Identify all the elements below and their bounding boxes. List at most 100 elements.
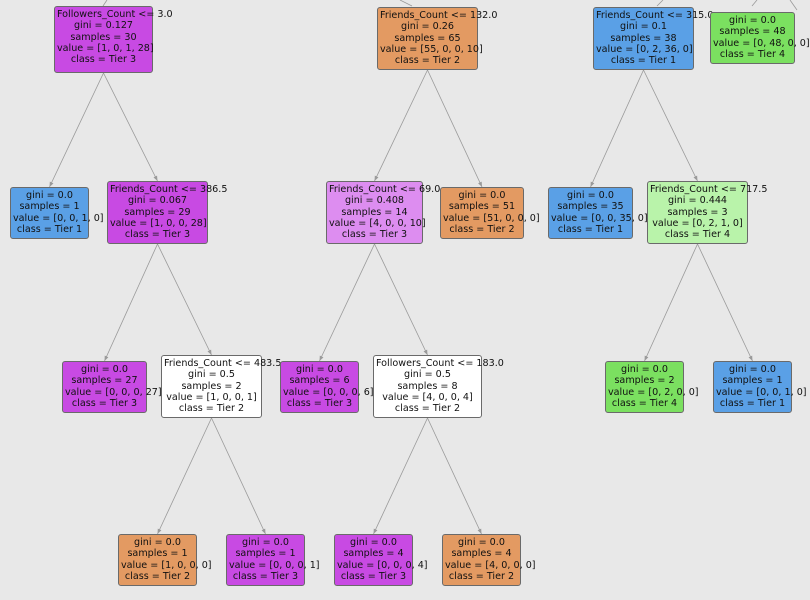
node-value: value = [4, 0, 0, 0] xyxy=(445,559,536,571)
node-samples: samples = 1 xyxy=(127,548,188,560)
node-split-rule: Friends_Count <= 315.0 xyxy=(596,10,714,21)
node-class: class = Tier 3 xyxy=(340,570,407,582)
node-samples: samples = 51 xyxy=(448,201,516,213)
node-class: class = Tier 3 xyxy=(286,397,353,409)
node-class: class = Tier 3 xyxy=(71,397,138,409)
node-value: value = [0, 48, 0, 0] xyxy=(713,37,810,49)
node-class: class = Tier 4 xyxy=(611,397,678,409)
node-gini: gini = 0.0 xyxy=(458,190,506,201)
tree-node-n2: Friends_Count <= 386.5 gini = 0.067 samp… xyxy=(107,181,228,244)
node-value: value = [1, 0, 0, 1] xyxy=(166,391,257,403)
node-samples: samples = 27 xyxy=(71,375,138,387)
tree-node-r2: Friends_Count <= 717.5 gini = 0.444 samp… xyxy=(647,181,768,244)
node-gini: gini = 0.408 xyxy=(344,195,405,207)
edge-m1-m4 xyxy=(374,243,428,356)
node-samples: samples = 14 xyxy=(341,206,408,218)
edge-m0-m2 xyxy=(427,69,483,188)
node-gini: gini = 0.0 xyxy=(26,190,73,201)
node-samples: samples = 29 xyxy=(124,206,191,218)
node-value: value = [1, 0, 0, 28] xyxy=(110,217,207,229)
node-class: class = Tier 2 xyxy=(394,403,461,415)
node-value: value = [1, 0, 0, 0] xyxy=(121,559,212,571)
node-value: value = [51, 0, 0, 0] xyxy=(443,212,540,224)
node-value: value = [0, 0, 1, 0] xyxy=(716,386,807,398)
edge-r0-r1 xyxy=(590,69,644,188)
node-gini: gini = 0.0 xyxy=(81,364,128,375)
node-class: class = Tier 1 xyxy=(610,55,677,67)
edge-n4-n6 xyxy=(211,417,266,535)
tree-node-n4: Friends_Count <= 483.5 gini = 0.5 sample… xyxy=(161,355,282,418)
node-value: value = [0, 0, 0, 4] xyxy=(337,559,428,571)
node-value: value = [1, 0, 1, 28] xyxy=(57,42,154,54)
node-samples: samples = 8 xyxy=(397,380,458,392)
edge-arrowhead xyxy=(748,355,753,361)
edge-arrowhead xyxy=(261,528,266,534)
node-split-rule: Friends_Count <= 483.5 xyxy=(164,358,282,369)
edge-m0-m1 xyxy=(374,69,428,182)
node-samples: samples = 3 xyxy=(667,206,728,218)
node-samples: samples = 6 xyxy=(289,375,350,387)
edge-arrowhead xyxy=(374,175,379,181)
node-samples: samples = 1 xyxy=(235,548,296,560)
edge-arrowhead xyxy=(373,528,378,534)
edge-arrowhead xyxy=(207,349,212,355)
node-class: class = Tier 1 xyxy=(16,223,83,235)
edge-m4-m5 xyxy=(373,417,428,535)
node-samples: samples = 30 xyxy=(70,31,137,43)
tree-node-r3: gini = 0.0 samples = 2 value = [0, 2, 0,… xyxy=(605,361,699,413)
node-samples: samples = 4 xyxy=(451,548,512,560)
node-value: value = [4, 0, 0, 10] xyxy=(329,217,426,229)
node-split-rule: Friends_Count <= 717.5 xyxy=(650,184,768,195)
edge-offscreen-m0 xyxy=(399,0,413,7)
edge-arrowhead xyxy=(478,181,482,187)
node-gini: gini = 0.0 xyxy=(567,190,614,201)
edge-offscreen-n0 xyxy=(102,0,108,7)
node-gini: gini = 0.0 xyxy=(621,364,668,375)
node-gini: gini = 0.067 xyxy=(127,195,188,207)
node-gini: gini = 0.0 xyxy=(242,537,289,548)
node-gini: gini = 0.1 xyxy=(620,21,667,33)
node-value: value = [4, 0, 0, 4] xyxy=(382,391,473,403)
edge-arrowhead xyxy=(319,355,324,361)
node-split-rule: Friends_Count <= 132.0 xyxy=(380,10,498,21)
node-split-rule: Followers_Count <= 3.0 xyxy=(57,9,173,20)
node-gini: gini = 0.444 xyxy=(667,195,728,207)
node-gini: gini = 0.0 xyxy=(458,537,505,548)
node-gini: gini = 0.0 xyxy=(729,364,776,375)
node-gini: gini = 0.0 xyxy=(350,537,397,548)
node-samples: samples = 4 xyxy=(343,548,404,560)
node-split-rule: Friends_Count <= 386.5 xyxy=(110,184,228,195)
node-gini: gini = 0.0 xyxy=(296,364,343,375)
tree-node-m1: Friends_Count <= 69.0 gini = 0.408 sampl… xyxy=(326,181,441,244)
node-class: class = Tier 3 xyxy=(70,54,137,66)
edge-r0-r2 xyxy=(643,69,698,182)
node-split-rule: Friends_Count <= 69.0 xyxy=(329,184,441,195)
node-class: class = Tier 1 xyxy=(557,223,624,235)
edge-offscreen-right xyxy=(789,0,798,11)
node-class: class = Tier 3 xyxy=(124,229,191,241)
node-value: value = [0, 0, 0, 6] xyxy=(283,386,374,398)
node-value: value = [0, 0, 35, 0] xyxy=(551,212,648,224)
edge-m4-m6 xyxy=(427,417,482,535)
edge-m1-m3 xyxy=(319,243,375,362)
tree-node-n3: gini = 0.0 samples = 27 value = [0, 0, 0… xyxy=(62,361,162,413)
node-samples: samples = 2 xyxy=(614,375,675,387)
node-samples: samples = 38 xyxy=(610,32,677,44)
node-samples: samples = 35 xyxy=(557,201,624,213)
tree-node-r4: gini = 0.0 samples = 1 value = [0, 0, 1,… xyxy=(713,361,807,413)
tree-node-r0: Friends_Count <= 315.0 gini = 0.1 sample… xyxy=(593,7,714,70)
tree-node-m5: gini = 0.0 samples = 4 value = [0, 0, 0,… xyxy=(334,534,428,586)
edge-n4-n5 xyxy=(157,417,212,535)
edge-arrowhead xyxy=(153,175,158,181)
node-value: value = [0, 0, 0, 1] xyxy=(229,559,320,571)
tree-node-m6: gini = 0.0 samples = 4 value = [4, 0, 0,… xyxy=(442,534,536,586)
tree-node-r1: gini = 0.0 samples = 35 value = [0, 0, 3… xyxy=(548,187,648,239)
node-value: value = [0, 0, 0, 27] xyxy=(65,386,162,398)
edge-n0-n1 xyxy=(49,72,104,188)
tree-node-m3: gini = 0.0 samples = 6 value = [0, 0, 0,… xyxy=(280,361,374,413)
tree-node-m4: Followers_Count <= 183.0 gini = 0.5 samp… xyxy=(373,355,504,418)
node-gini: gini = 0.127 xyxy=(73,20,134,32)
node-class: class = Tier 4 xyxy=(664,229,731,241)
edge-arrowhead xyxy=(423,349,428,355)
